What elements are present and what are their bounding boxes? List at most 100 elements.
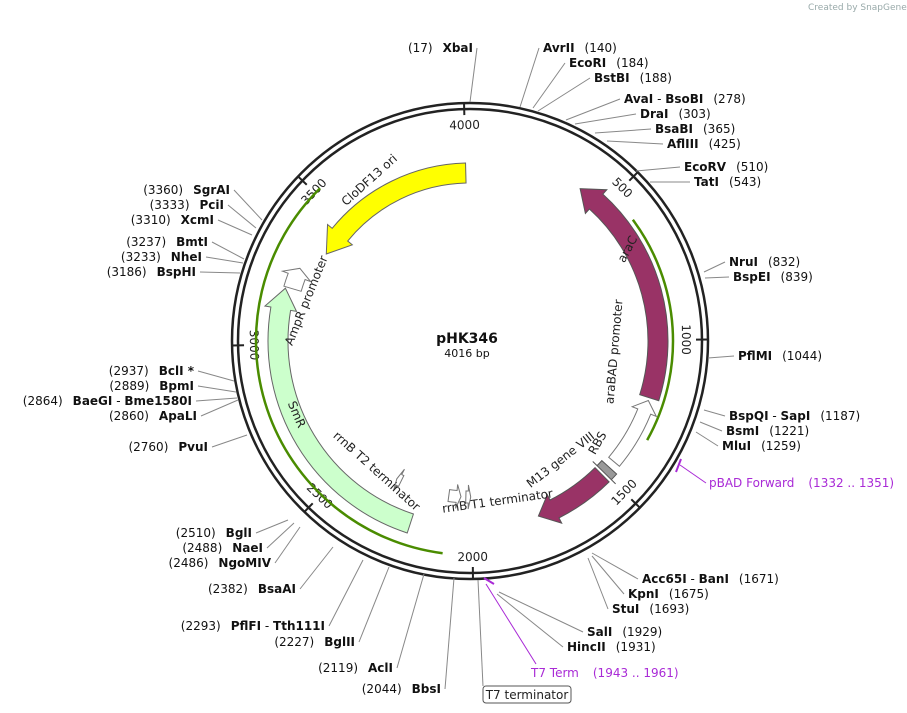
site-label-bbsi: (2044)BbsI xyxy=(362,682,441,696)
site-pos: (1187) xyxy=(820,409,860,423)
site-pos: (1671) xyxy=(739,572,779,586)
primer-range: (1332 .. 1351) xyxy=(808,476,894,490)
site-name: HincII xyxy=(567,640,606,654)
arac-feature xyxy=(579,188,669,402)
site-name: SgrAI xyxy=(193,183,230,197)
site-pos: (2382) xyxy=(208,582,248,596)
site-name: BsaBI xyxy=(655,122,693,136)
site-pos: (3310) xyxy=(131,213,171,227)
site-pos: (3233) xyxy=(121,250,161,264)
site-name: TatI xyxy=(694,175,719,189)
site-label-bcli: (2937) BclI * xyxy=(109,364,195,378)
backbone xyxy=(230,101,710,581)
m13-gene-viii-feature xyxy=(537,466,610,525)
site-name: XbaI xyxy=(443,41,473,55)
site-name: AflIII xyxy=(667,137,699,151)
site-pos: (1693) xyxy=(649,602,689,616)
site-pos: (2760) xyxy=(128,440,168,454)
plasmid-name: pHK346 xyxy=(436,331,498,347)
site-name: ApaLI xyxy=(159,409,197,423)
site-name: KpnI xyxy=(628,587,659,601)
site-pos: (2044) xyxy=(362,682,402,696)
rrnb-t1b-feature xyxy=(465,484,472,510)
site-name: StuI xyxy=(612,602,639,616)
site-label-bgli: (2510)BglI xyxy=(176,526,252,540)
site-leader-line xyxy=(496,593,564,648)
site-label-tati: TatI(543) xyxy=(694,175,761,189)
site-leader-line xyxy=(233,189,263,221)
t7-terminator-box xyxy=(482,685,572,704)
site-label-bsaai: (2382)BsaAI xyxy=(208,582,296,596)
site-label-avrii: AvrII (140) xyxy=(543,41,617,55)
ruler-tick xyxy=(630,498,641,509)
site-leader-line xyxy=(594,128,652,134)
site-leader-line xyxy=(591,555,625,595)
site-name: BsmI xyxy=(726,424,759,438)
site-leader-line xyxy=(469,47,478,103)
site-name: XcmI xyxy=(181,213,214,227)
site-pos: (17) xyxy=(408,41,433,55)
site-pos: (2889) xyxy=(109,379,149,393)
site-label-xbai: (17) XbaI xyxy=(408,41,473,55)
site-leader-line xyxy=(211,434,248,448)
site-label-bsmi: BsmI (1221) xyxy=(726,424,809,438)
site-leader-line xyxy=(532,62,566,109)
site-name: NruI xyxy=(729,255,758,269)
site-name: BglII xyxy=(324,635,355,649)
site-pos: (140) xyxy=(585,41,617,55)
site-name: SalI xyxy=(587,625,612,639)
site-pos: (1259) xyxy=(761,439,801,453)
site-pos: (1221) xyxy=(769,424,809,438)
ruler-tick-label: 1000 xyxy=(679,324,693,355)
site-pos: (188) xyxy=(640,71,672,85)
arabad-promoter-label: araBAD promoter xyxy=(602,299,625,405)
site-name: BspQI xyxy=(729,409,769,423)
site-name2: BanI xyxy=(699,572,729,586)
primer-pbad-forward: pBAD Forward(1332 .. 1351) xyxy=(709,476,894,490)
rbs-feature xyxy=(592,459,618,485)
primer-t7-term: T7 Term(1943 .. 1961) xyxy=(530,666,679,680)
site-pos: (2488) xyxy=(182,541,222,555)
site-name: BmtI xyxy=(176,235,208,249)
site-leader-line xyxy=(255,519,289,534)
ruler-tick-label: 3000 xyxy=(247,330,262,361)
site-pos: (184) xyxy=(616,56,648,70)
rrnb-t2-feature xyxy=(393,468,405,491)
plasmid-size: 4016 bp xyxy=(444,347,489,360)
site-label-pflmi: PflMI(1044) xyxy=(738,349,822,363)
site-leader-line xyxy=(537,77,591,112)
site-label-bglii: (2227)BglII xyxy=(274,635,355,649)
site-name: BclI * xyxy=(159,364,195,378)
pbad-forward-mark xyxy=(675,458,682,473)
site-name: AclI xyxy=(368,661,393,675)
primer-name: T7 Term xyxy=(530,666,579,680)
t7-terminator-leader xyxy=(477,579,484,687)
site-leader-line xyxy=(197,370,235,382)
site-leader-line xyxy=(396,573,425,669)
site-name: BstBI xyxy=(594,71,630,85)
site-pos: (2937) xyxy=(109,364,149,378)
site-leader-line xyxy=(519,47,540,108)
site-dash: - xyxy=(653,92,665,106)
site-leader-line xyxy=(266,522,295,549)
site-label-bmti: (3237)BmtI xyxy=(126,235,208,249)
site-label-sgrai: (3360)SgrAI xyxy=(143,183,230,197)
site-name: PflFI xyxy=(231,619,261,633)
clodf13-ori-feature xyxy=(325,162,467,255)
site-name2: Bme1580I xyxy=(124,394,192,408)
snapgene-watermark: Created by SnapGene xyxy=(808,3,907,13)
site-name: NgoMIV xyxy=(218,556,271,570)
site-name: AvaI xyxy=(624,92,653,106)
site-leader-line xyxy=(699,421,723,432)
ruler-tick-label: 4000 xyxy=(449,118,480,133)
site-pos: (365) xyxy=(703,122,735,136)
site-pos: (832) xyxy=(768,255,800,269)
site-name2: SapI xyxy=(781,409,811,423)
site-name: AvrII xyxy=(543,41,575,55)
site-name: NaeI xyxy=(232,541,263,555)
site-label-pcii: (3333)PciI xyxy=(150,198,224,212)
site-label-bsphi: (3186)BspHI xyxy=(107,265,196,279)
rrnb-t1-feature xyxy=(447,484,462,509)
site-name: EcoRI xyxy=(569,56,606,70)
site-name: MluI xyxy=(722,439,751,453)
